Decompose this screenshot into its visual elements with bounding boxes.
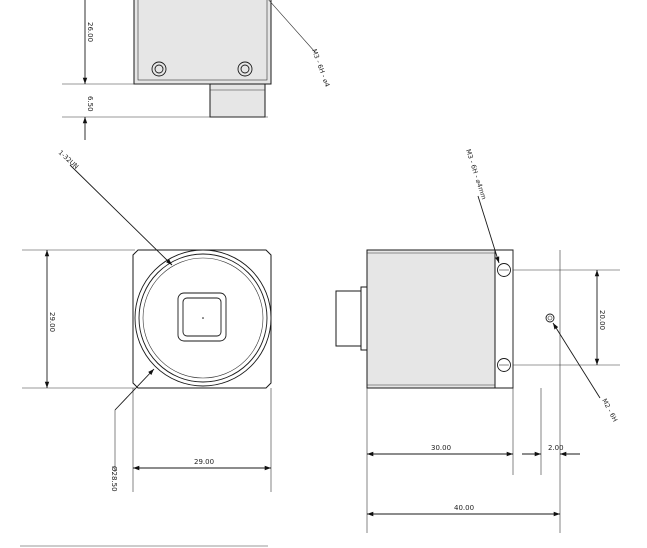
dim-label-top-base: 6.50 bbox=[86, 96, 94, 112]
top-view-base-block bbox=[209, 83, 266, 118]
side-view: 20.00 30.00 2.00 40.00 M3 - 6H - ⌀4mm M2… bbox=[335, 148, 620, 533]
sensor-center bbox=[202, 317, 204, 319]
front-view-body bbox=[132, 249, 272, 389]
callout-side-thread-lower: M2 - 6H bbox=[600, 397, 619, 423]
sensor-window-outer bbox=[177, 292, 227, 342]
leader-mount bbox=[69, 164, 173, 266]
callout-side-thread-upper: M3 - 6H - ⌀4mm bbox=[464, 148, 488, 200]
dim-label-side-total-width: 40.00 bbox=[454, 504, 474, 512]
dim-label-side-offset: 2.00 bbox=[548, 444, 564, 452]
side-view-body bbox=[366, 249, 496, 389]
lens-mount-rim bbox=[138, 253, 268, 383]
dim-label-side-height: 20.00 bbox=[598, 310, 606, 330]
side-lens-mount bbox=[335, 290, 363, 347]
front-view: 29.00 29.00 Ø28.50 1-32UN bbox=[20, 149, 272, 547]
side-small-hole bbox=[545, 313, 555, 323]
top-view-body bbox=[133, 0, 272, 85]
side-lens-flange bbox=[360, 286, 368, 351]
lens-mount-outer bbox=[134, 249, 272, 387]
leader-diameter bbox=[114, 368, 155, 411]
leader-side-thread-lower bbox=[552, 322, 601, 399]
leader-side-thread-upper bbox=[477, 195, 500, 264]
side-screw-upper bbox=[497, 263, 511, 277]
dim-label-front-width: 29.00 bbox=[194, 458, 214, 466]
dim-label-side-body-width: 30.00 bbox=[431, 444, 451, 452]
callout-mount: 1-32UN bbox=[57, 149, 81, 171]
top-view-inner-edge bbox=[137, 0, 268, 81]
lens-mount-inner bbox=[142, 257, 264, 379]
top-view-screw-right bbox=[237, 61, 253, 77]
top-view: 26.00 6.50 M3 - 6H - ⌀4 bbox=[62, 0, 331, 140]
side-screw-lower bbox=[497, 358, 511, 372]
leader-top-thread bbox=[268, 0, 316, 53]
callout-top-thread: M3 - 6H - ⌀4 bbox=[310, 48, 331, 88]
dim-label-front-height: 29.00 bbox=[48, 312, 56, 332]
dim-label-diameter: Ø28.50 bbox=[110, 466, 118, 492]
dim-label-top-height: 26.00 bbox=[86, 22, 94, 42]
top-view-screw-left bbox=[151, 61, 167, 77]
sensor-window-inner bbox=[182, 297, 222, 337]
